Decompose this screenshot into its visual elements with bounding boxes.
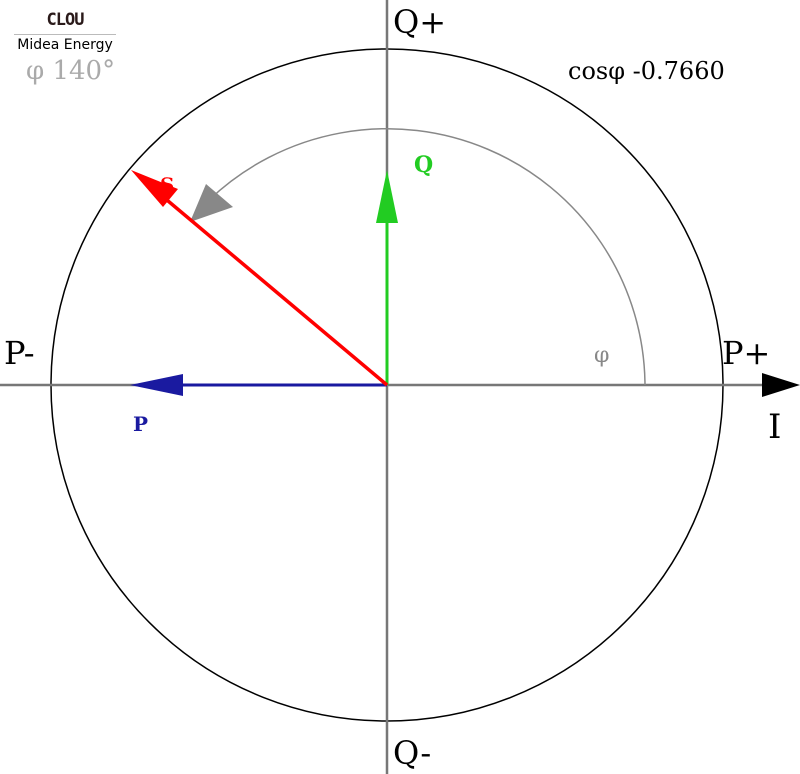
q-label: Q <box>414 152 433 178</box>
s-label: S <box>160 173 174 197</box>
q-arrowhead <box>376 170 398 223</box>
s-vector <box>153 188 389 387</box>
s-arrowhead <box>131 170 178 207</box>
p-minus-label: P- <box>4 334 35 372</box>
q-plus-label: Q+ <box>393 3 446 41</box>
p-plus-label: P+ <box>722 334 770 372</box>
current-axis-label: I <box>768 407 781 447</box>
p-arrowhead <box>130 374 183 396</box>
logo: CLOU Midea Energy <box>14 10 116 53</box>
q-minus-label: Q- <box>393 734 431 772</box>
phi-arc-arrowhead <box>190 184 233 222</box>
clou-logo-mark: CLOU <box>46 10 85 30</box>
i-axis-arrowhead <box>762 373 800 397</box>
logo-wordmark: Midea Energy <box>14 34 116 53</box>
cos-phi-label: cosφ -0.7660 <box>568 57 725 85</box>
phi-arc <box>208 128 646 386</box>
phi-arc-label: φ <box>594 343 609 368</box>
angle-label: φ 140° <box>26 56 115 86</box>
p-label: P <box>133 412 148 436</box>
